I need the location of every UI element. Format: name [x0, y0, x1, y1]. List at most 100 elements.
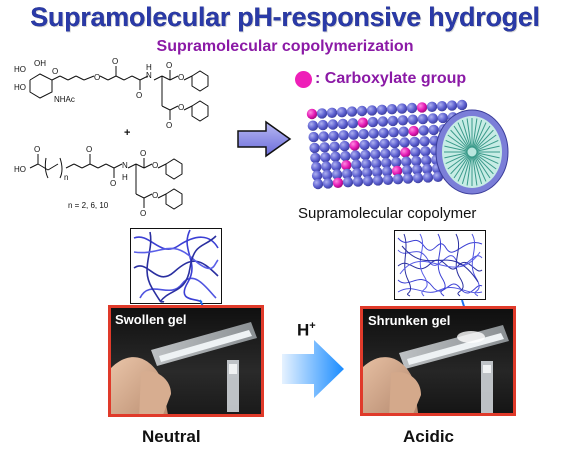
monomer-sphere — [331, 169, 343, 180]
chemical-structures: HO OH HO O O NHAc O N H O O O O O + HO O… — [14, 58, 209, 218]
plus-sign: + — [124, 127, 130, 139]
copolymer-illustration — [306, 99, 509, 195]
carboxylate-sphere — [306, 108, 318, 120]
mol2-nh1-label: H — [122, 173, 128, 182]
micelle-spoke — [461, 156, 471, 185]
mol2-o6-label: O — [152, 191, 158, 200]
carboxylate-sphere — [408, 125, 419, 137]
monomer-sphere — [351, 168, 363, 179]
micelle-spoke — [472, 118, 478, 148]
monomer-sphere — [378, 127, 389, 139]
mol1-o4-label: O — [178, 73, 184, 82]
monomer-sphere — [367, 116, 379, 128]
monomer-sphere — [421, 163, 433, 175]
carboxylate-sphere — [349, 140, 360, 151]
monomer-sphere — [388, 127, 399, 138]
monomer-sphere — [368, 128, 379, 139]
monomer-sphere — [422, 172, 434, 183]
micelle-spoke — [466, 156, 472, 186]
monomer-sphere — [358, 128, 369, 140]
monomer-sphere — [412, 172, 424, 184]
neutral-photo: Swollen gel — [108, 305, 264, 417]
monomer-sphere — [386, 104, 398, 115]
carboxylate-sphere — [391, 165, 403, 177]
micelle-spoke — [444, 145, 468, 152]
monomer-sphere — [398, 126, 409, 137]
monomer-sphere — [392, 174, 404, 185]
monomer-sphere — [319, 142, 330, 153]
micelle-spoke — [476, 145, 500, 152]
monomer-sphere — [340, 150, 351, 162]
monomer-sphere — [428, 124, 439, 136]
monomer-sphere — [456, 99, 468, 111]
micelle-spoke — [444, 152, 468, 159]
mol2-o1-label: O — [86, 145, 92, 154]
monomer-sphere — [328, 130, 339, 142]
monomer-sphere — [348, 129, 359, 140]
micelle-spoke — [475, 154, 494, 175]
mol2-o-label: O — [34, 145, 40, 154]
mol2-o4-label: O — [152, 161, 158, 170]
micelle-spoke — [447, 134, 468, 150]
monomer-sphere — [330, 151, 341, 162]
micelle-spoke — [445, 139, 468, 151]
monomer-sphere — [321, 169, 333, 181]
acidic-photo: Shrunken gel — [360, 306, 516, 416]
monomer-sphere — [339, 140, 350, 152]
shrunken-network-inset — [394, 230, 486, 300]
mol1-link-o-label: O — [94, 73, 100, 82]
micelle-spoke — [474, 122, 487, 148]
mol2-o2-label: O — [110, 179, 116, 188]
monomer-sphere — [312, 178, 324, 190]
monomer-sphere — [399, 137, 410, 148]
monomer-sphere — [318, 131, 329, 142]
monomer-sphere — [361, 167, 373, 178]
page-subtitle: Supramolecular copolymerization — [156, 38, 414, 55]
monomer-sphere — [329, 141, 340, 152]
monomer-sphere — [419, 136, 430, 147]
monomer-sphere — [310, 152, 321, 164]
neutral-photo-graphic — [111, 322, 257, 414]
monomer-sphere — [336, 107, 348, 118]
monomer-sphere — [351, 159, 362, 170]
monomer-sphere — [410, 146, 421, 158]
monomer-sphere — [418, 125, 429, 136]
monomer-sphere — [317, 119, 329, 131]
monomer-sphere — [426, 101, 438, 112]
monomer-sphere — [432, 171, 444, 182]
monomer-sphere — [390, 147, 401, 159]
monomer-sphere — [366, 105, 378, 116]
monomer-sphere — [320, 152, 331, 163]
monomer-sphere — [380, 148, 391, 159]
legend-label: : Carboxylate group — [315, 70, 467, 87]
monomer-sphere — [372, 175, 384, 186]
monomer-sphere — [327, 119, 339, 130]
monomer-sphere — [406, 102, 418, 114]
micelle-spoke — [447, 154, 468, 170]
mol1-o6-label: O — [178, 103, 184, 112]
carboxylate-sphere — [357, 117, 369, 128]
mol1-o2-label: O — [136, 91, 142, 100]
monomer-sphere — [311, 170, 323, 181]
micelle-spoke — [474, 155, 491, 179]
micelle-spoke — [461, 119, 471, 148]
mol1-nh1-label: H — [146, 63, 152, 72]
monomer-sphere — [417, 113, 429, 125]
monomer-sphere — [437, 112, 449, 124]
monomer-sphere — [382, 174, 394, 185]
mol1-n1-label: N — [146, 71, 152, 80]
micelle-spoke — [476, 139, 499, 151]
monomer-sphere — [446, 100, 458, 111]
monomer-sphere — [321, 161, 332, 172]
mol1-ho-top-label: HO — [14, 65, 26, 74]
monomer-sphere — [402, 173, 414, 184]
micelle-spoke — [473, 156, 483, 185]
micelle-spoke — [453, 125, 470, 149]
swollen-gel-label: Swollen gel — [115, 312, 187, 327]
n-values-label: n = 2, 6, 10 — [68, 201, 109, 210]
page-title: Supramolecular pH-responsive hydrogel — [30, 2, 540, 32]
micelle-spoke — [475, 129, 494, 150]
monomer-sphere — [379, 138, 390, 149]
monomer-sphere — [352, 176, 364, 187]
monomer-sphere — [362, 175, 374, 187]
